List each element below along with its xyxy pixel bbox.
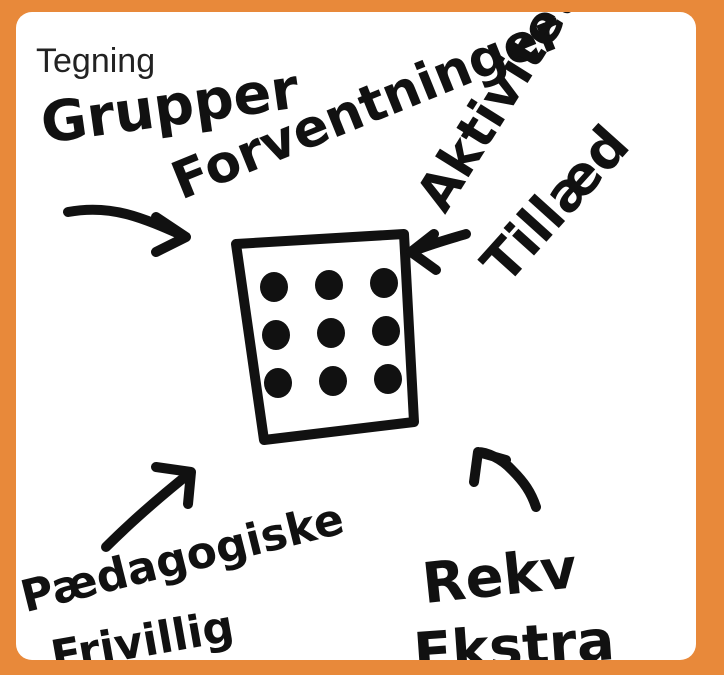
grid-dot — [264, 368, 292, 398]
arrow-top-left — [63, 204, 191, 257]
arrow-bottom-right — [469, 447, 541, 512]
grid-dot — [315, 270, 343, 300]
grid-dot — [370, 268, 398, 298]
whiteboard-card: Tegning Grupper Forventninger Aktivitet … — [16, 12, 696, 660]
grid-dot — [262, 320, 290, 350]
board-outline — [231, 229, 419, 445]
grid-dot — [319, 366, 347, 396]
page-title: Tegning — [36, 42, 156, 80]
arrow-bottom-left — [101, 462, 196, 552]
grid-dots — [260, 268, 402, 398]
grid-dot — [374, 364, 402, 394]
arrow-top-right — [406, 229, 471, 275]
grid-dot — [372, 316, 400, 346]
sketch-drawing — [63, 204, 541, 552]
grid-dot — [317, 318, 345, 348]
grid-dot — [260, 272, 288, 302]
